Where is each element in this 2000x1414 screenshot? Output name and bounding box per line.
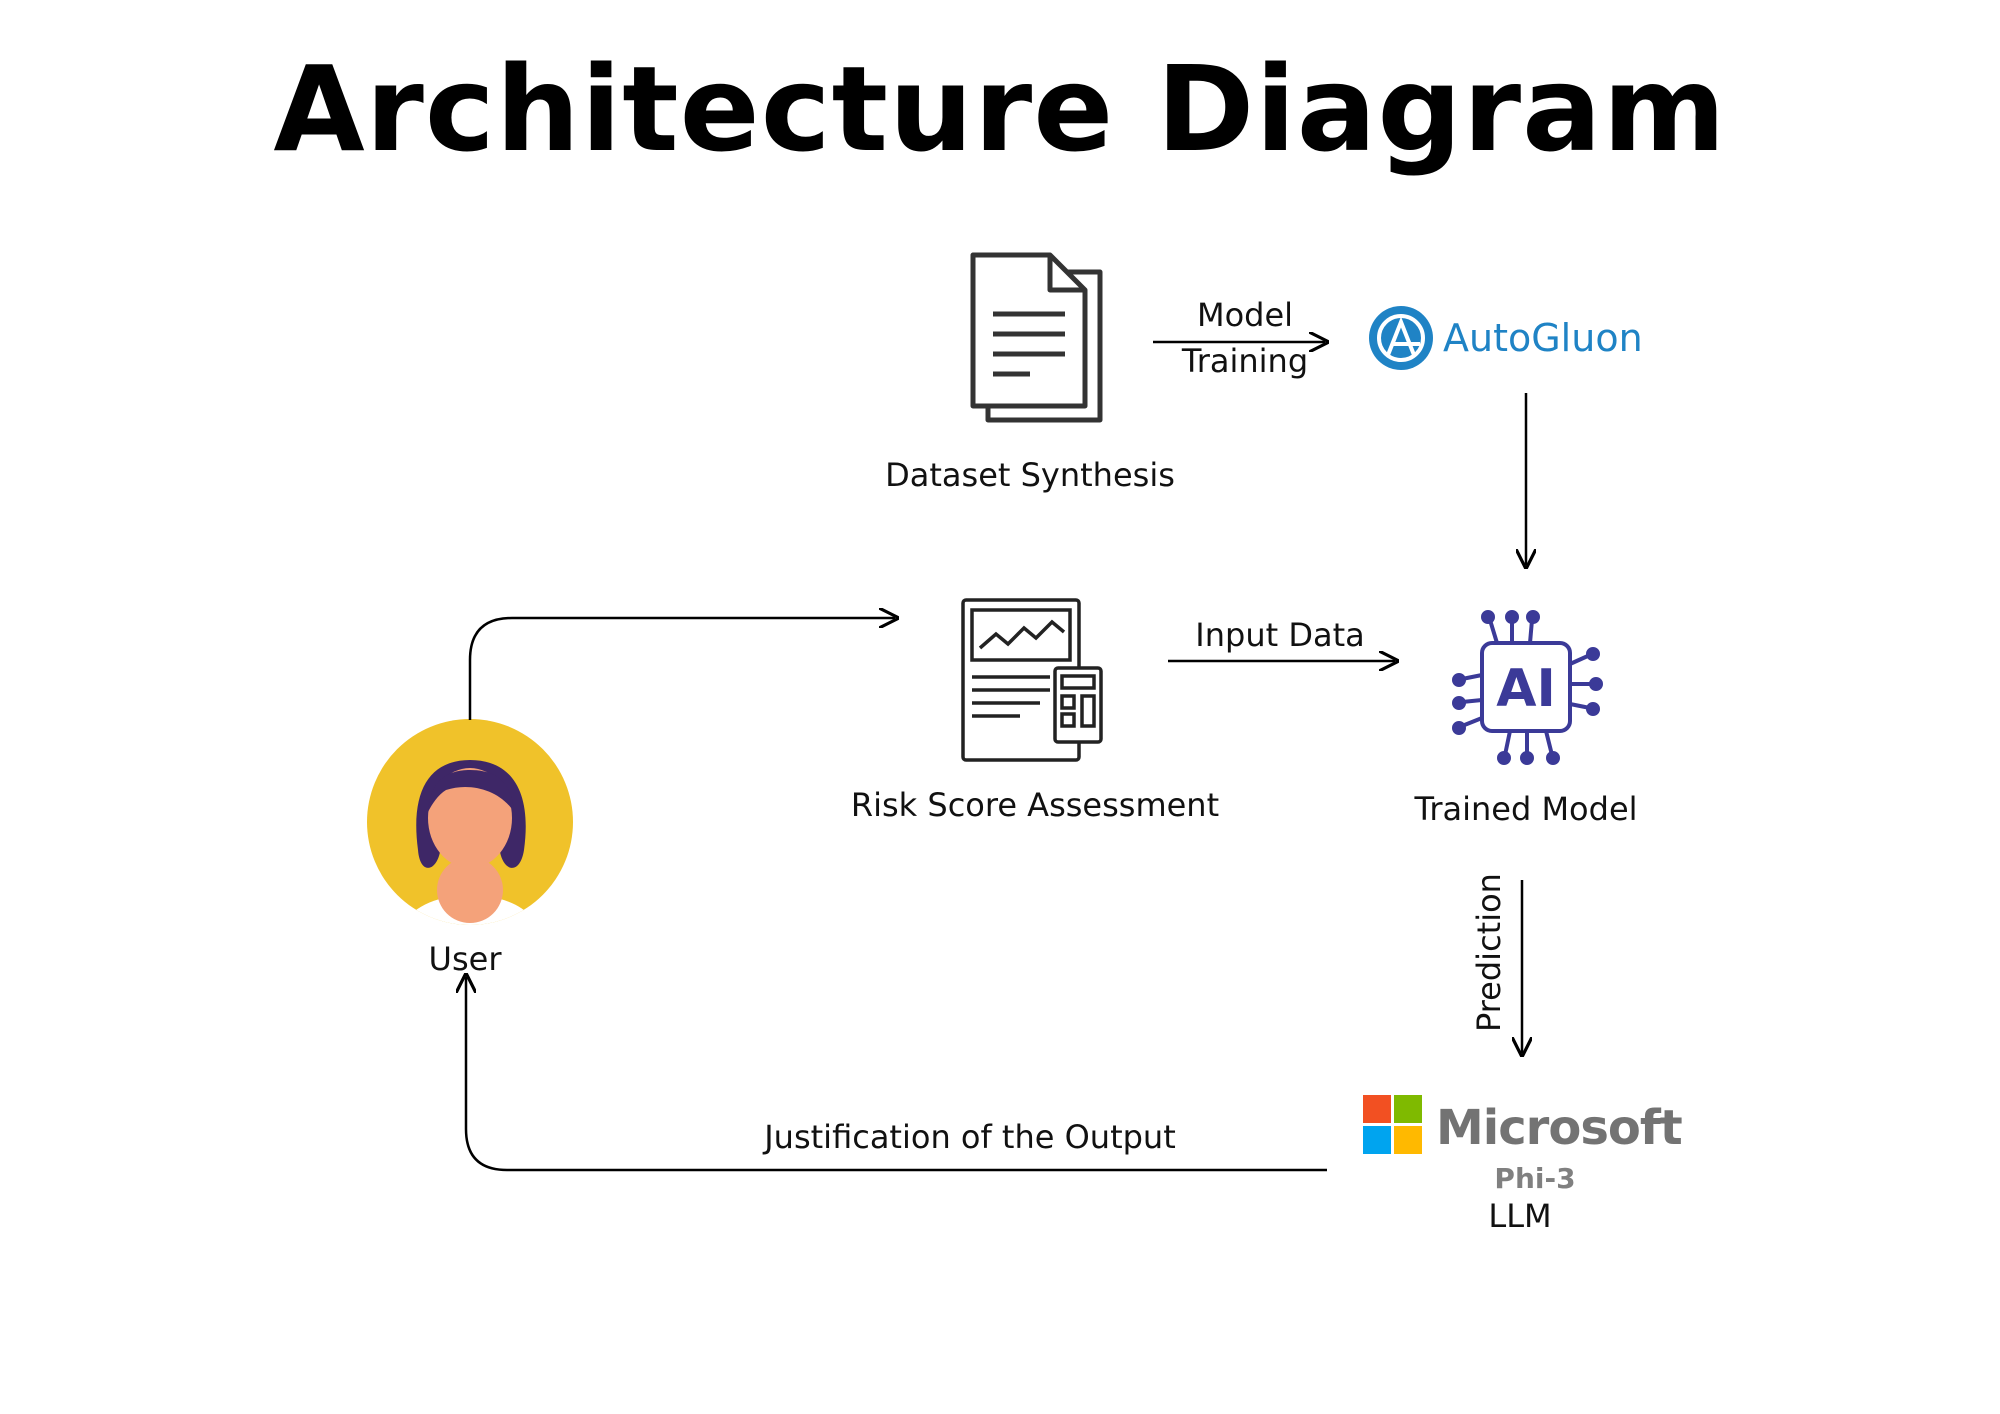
justification-label: Justification of the Output [764,1118,1176,1156]
page-title: Architecture Diagram [273,40,1727,178]
user-label: User [428,940,502,978]
ai-chip-icon: AI [1452,610,1603,765]
autogluon-brand-text: AutoGluon [1443,316,1643,360]
autogluon-logo [1369,306,1433,370]
edge-justification [466,977,1327,1172]
input-data-label: Input Data [1195,616,1365,654]
microsoft-logo [1363,1095,1422,1154]
model-training-label-line1: Model [1196,296,1294,334]
svg-text:AI: AI [1496,659,1556,719]
model-training-label-line2: Training [1181,342,1309,380]
trained-model-label: Trained Model [1414,790,1638,828]
report-calculator-icon [961,598,1103,762]
llm-label: LLM [1488,1197,1552,1235]
user-avatar-icon [367,719,573,925]
risk-score-assessment-label: Risk Score Assessment [850,786,1220,824]
document-icon [970,252,1103,423]
phi3-label: Phi-3 [1494,1162,1576,1195]
prediction-label: Prediction [1470,873,1508,1032]
edge-user-to-risk [468,618,895,720]
dataset-synthesis-label: Dataset Synthesis [885,456,1175,494]
microsoft-brand-text: Microsoft [1436,1100,1683,1156]
